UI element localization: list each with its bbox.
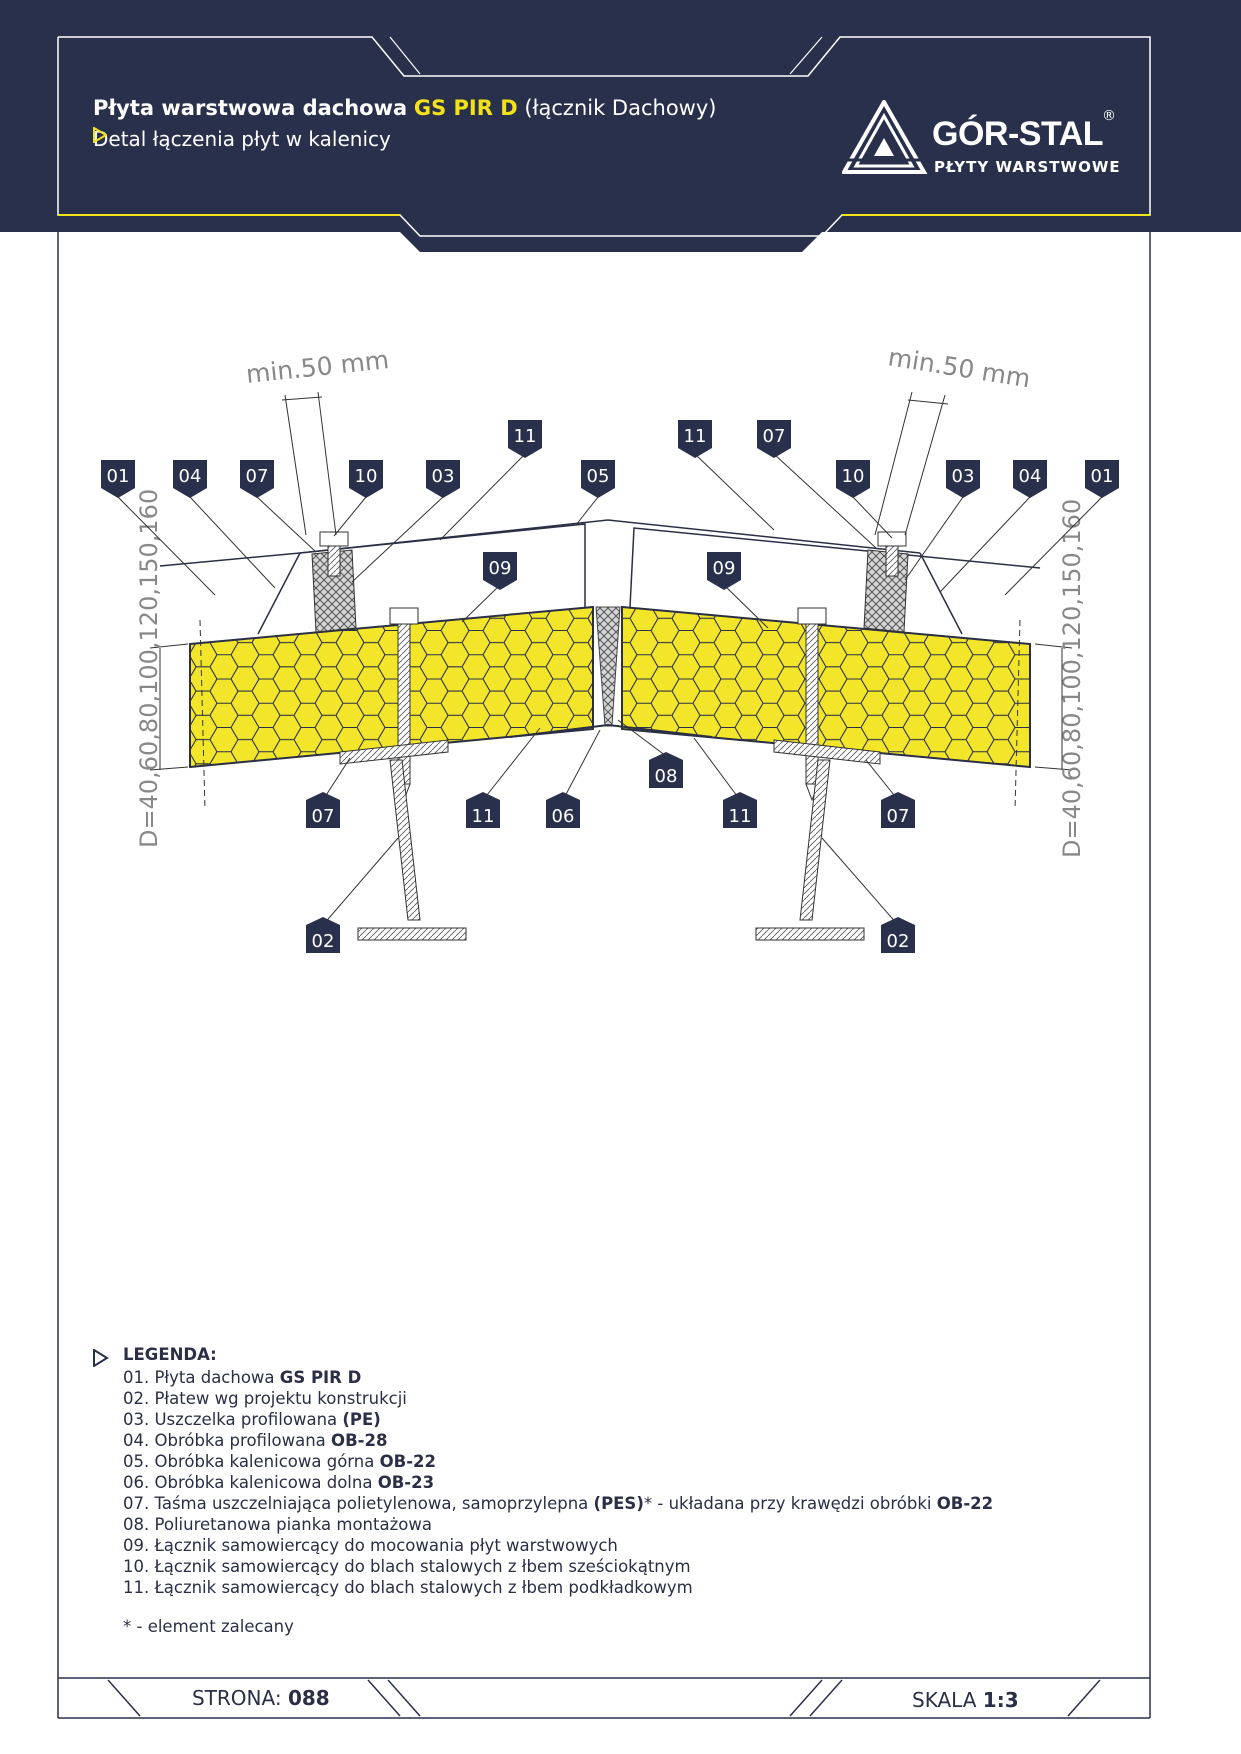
tag-04-left: 04 [173, 460, 207, 498]
lower-ridge-flashing [509, 723, 713, 738]
svg-text:10: 10 [355, 466, 378, 487]
tag-02-left: 02 [306, 917, 340, 953]
drawing-scale: SKALA 1:3 [912, 1688, 1019, 1712]
tag-11-bottom-right: 11 [723, 792, 757, 828]
svg-text:11: 11 [684, 426, 707, 447]
tag-04-right: 04 [1013, 460, 1047, 498]
svg-text:01: 01 [107, 466, 130, 487]
svg-text:05: 05 [587, 466, 610, 487]
dimension-lines [149, 391, 1073, 811]
tag-07-bottom-right: 07 [881, 792, 915, 828]
tag-10-right: 10 [836, 460, 870, 498]
logo-wordmark: GÓR-STAL [932, 115, 1104, 153]
legend-item: 05. Obróbka kalenicowa górna OB-22 [123, 1452, 437, 1471]
tag-11-bottom-left: 11 [466, 792, 500, 828]
legend-heading: LEGENDA: [123, 1345, 217, 1364]
svg-text:07: 07 [312, 806, 335, 827]
foam-filler [595, 606, 621, 727]
legend-note: * - element zalecany [123, 1617, 294, 1636]
svg-text:04: 04 [179, 466, 202, 487]
upper-ridge-flashing [159, 523, 586, 607]
svg-text:09: 09 [713, 558, 736, 579]
svg-text:04: 04 [1019, 466, 1042, 487]
legend-item: 01. Płyta dachowa GS PIR D [123, 1368, 362, 1387]
min-dimension-right: min.50 mm [886, 342, 1032, 393]
legend: LEGENDA: 01. Płyta dachowa GS PIR D 02. … [123, 1344, 993, 1637]
svg-text:11: 11 [472, 806, 495, 827]
svg-text:01: 01 [1091, 466, 1114, 487]
legend-item: 03. Uszczelka profilowana (PE) [123, 1410, 381, 1429]
company-logo: GÓR-STAL ® PŁYTY WARSTWOWE [842, 100, 1122, 180]
svg-text:07: 07 [763, 426, 786, 447]
svg-text:09: 09 [489, 558, 512, 579]
tag-02-right: 02 [881, 917, 915, 953]
logo-triangle-icon [842, 100, 928, 174]
svg-text:06: 06 [552, 806, 575, 827]
registered-mark: ® [1102, 108, 1116, 124]
tag-11-top-left: 11 [508, 420, 542, 458]
header-band: Płyta warstwowa dachowa GS PIR D (łączni… [0, 0, 1241, 252]
right-panel [621, 605, 1031, 769]
page-subtitle: Detal łączenia płyt w kalenicy [93, 127, 391, 151]
svg-text:08: 08 [655, 766, 678, 787]
ridge-detail-drawing: min.50 mm min.50 mm D=40,60,80,100,120,1… [101, 342, 1119, 953]
play-triangle-icon [93, 127, 107, 143]
page-title: Płyta warstwowa dachowa GS PIR D (łączni… [93, 96, 717, 120]
tag-01-left: 01 [101, 460, 135, 498]
legend-item: 02. Płatew wg projektu konstrukcji [123, 1389, 407, 1408]
tag-09-left: 09 [483, 552, 517, 590]
upper-ridge-flashing-right [629, 527, 1041, 608]
svg-text:11: 11 [729, 806, 752, 827]
left-panel [189, 605, 594, 769]
purlin-left [339, 739, 467, 941]
panel-screw-left [389, 607, 419, 802]
purlin-right [755, 739, 881, 941]
svg-text:10: 10 [842, 466, 865, 487]
svg-text:03: 03 [952, 466, 975, 487]
tag-09-right: 09 [707, 552, 741, 590]
tag-11-top-right: 11 [678, 420, 712, 458]
tag-07-top-right: 07 [757, 420, 791, 458]
svg-text:11: 11 [514, 426, 537, 447]
tag-06: 06 [546, 792, 580, 828]
legend-item: 06. Obróbka kalenicowa dolna OB-23 [123, 1473, 435, 1492]
tag-01-right: 01 [1085, 460, 1119, 498]
legend-item: 09. Łącznik samowiercący do mocowania pł… [123, 1536, 618, 1555]
tag-03-right: 03 [946, 460, 980, 498]
header-shape [0, 0, 1241, 252]
play-triangle-icon [93, 1349, 109, 1367]
tag-03-left: 03 [426, 460, 460, 498]
svg-text:03: 03 [432, 466, 455, 487]
svg-text:02: 02 [312, 931, 335, 952]
tag-07-top-left: 07 [240, 460, 274, 498]
tag-10-left: 10 [349, 460, 383, 498]
leader-lines [117, 453, 1103, 926]
page-number: STRONA: 088 [192, 1686, 330, 1710]
svg-text:07: 07 [246, 466, 269, 487]
tag-07-bottom-left: 07 [306, 792, 340, 828]
hex-screw-left [319, 531, 349, 577]
min-dimension-left: min.50 mm [245, 345, 391, 389]
svg-text:07: 07 [887, 806, 910, 827]
thickness-dimension-right: D=40,60,80,100,120,150,160 [1058, 499, 1086, 858]
legend-item: 07. Taśma uszczelniająca polietylenowa, … [123, 1494, 994, 1513]
thickness-dimension-left: D=40,60,80,100,120,150,160 [135, 489, 163, 848]
legend-item: 10. Łącznik samowiercący do blach stalow… [123, 1557, 691, 1576]
tag-05: 05 [581, 460, 615, 498]
tag-08: 08 [649, 752, 683, 788]
legend-item: 04. Obróbka profilowana OB-28 [123, 1431, 388, 1450]
svg-text:02: 02 [887, 931, 910, 952]
legend-item: 11. Łącznik samowiercący do blach stalow… [123, 1578, 693, 1597]
legend-item: 08. Poliuretanowa pianka montażowa [123, 1515, 432, 1534]
logo-tagline: PŁYTY WARSTWOWE [934, 158, 1121, 176]
hex-screw-right [877, 531, 907, 577]
